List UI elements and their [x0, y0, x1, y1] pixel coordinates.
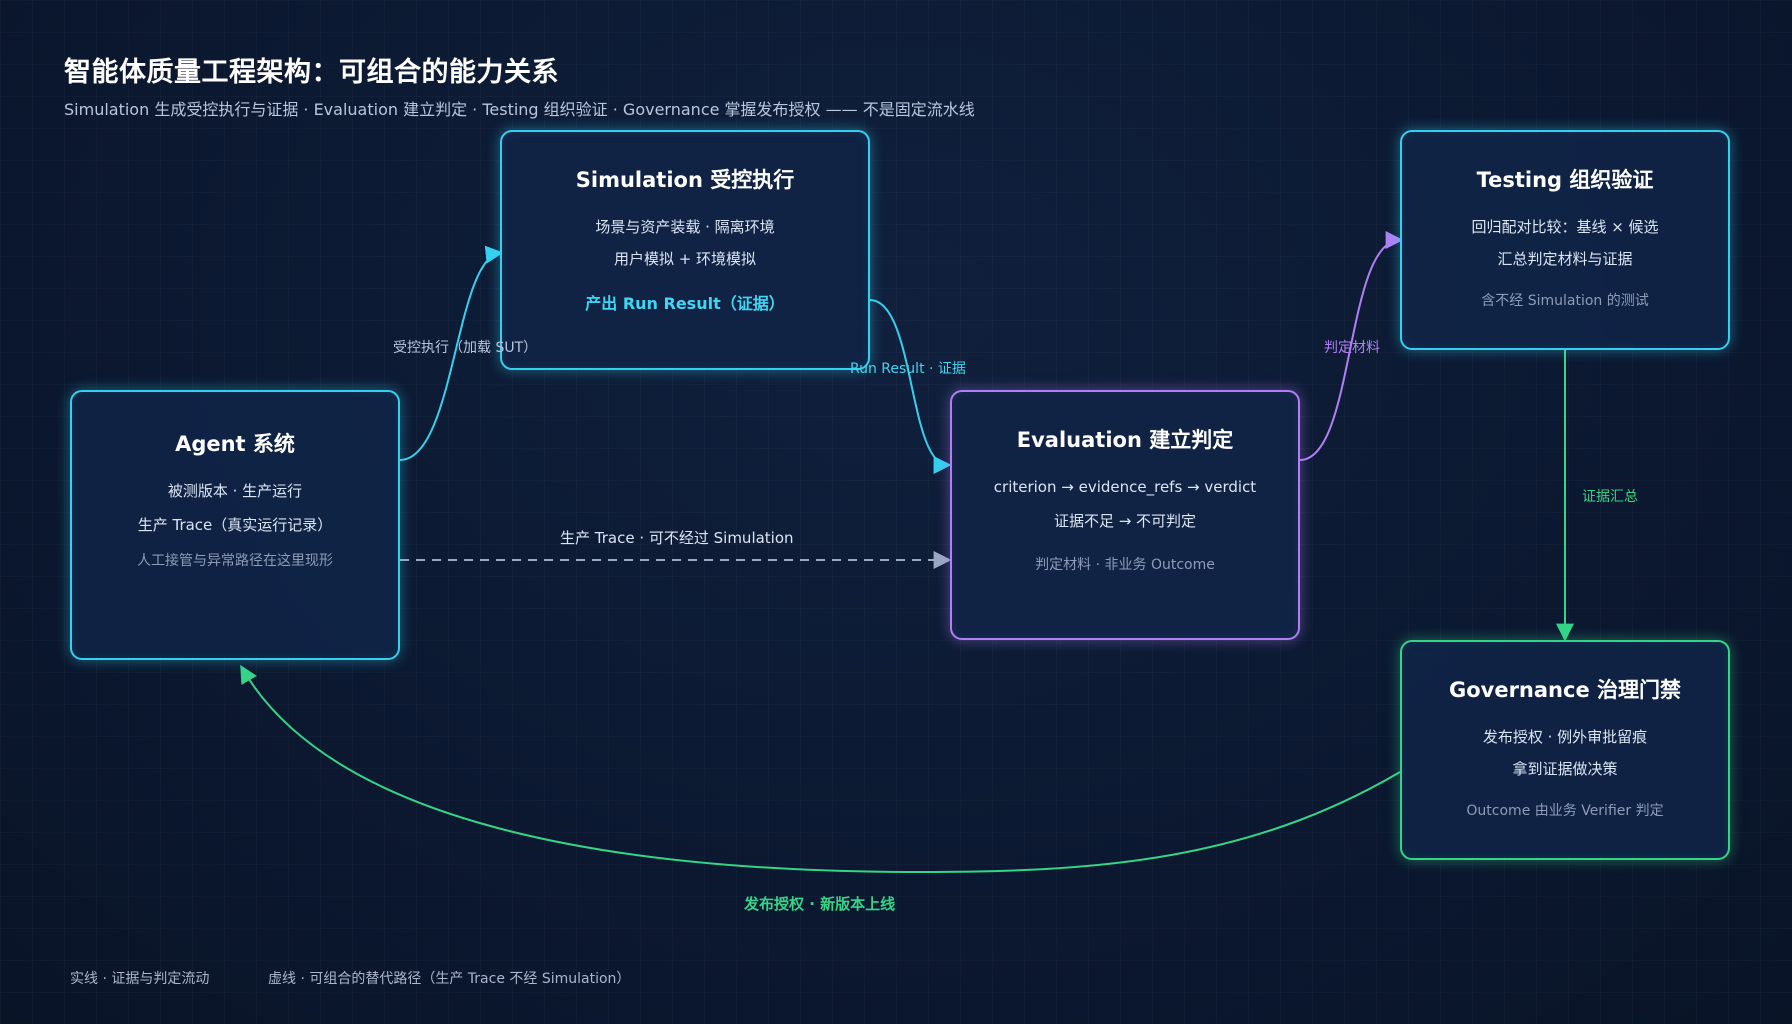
evaluation-node-title: Evaluation 建立判定 [1016, 428, 1234, 452]
edge-simulation-to-evaluation [869, 299, 952, 474]
governance-node: Governance 治理门禁 发布授权 · 例外审批留痕 拿到证据做决策 Ou… [1400, 640, 1730, 860]
simulation-node-line-2: 用户模拟 + 环境模拟 [613, 250, 757, 268]
edge-label-governance-to-agent: 发布授权 · 新版本上线 [744, 895, 896, 913]
evaluation-node-note: 判定材料 · 非业务 Outcome [1035, 557, 1215, 573]
edge-label-evaluation-to-testing: 判定材料 [1324, 340, 1380, 356]
page-subtitle: Simulation 生成受控执行与证据 · Evaluation 建立判定 ·… [64, 100, 975, 119]
testing-node-line-2: 汇总判定材料与证据 [1497, 250, 1633, 268]
simulation-node-line-1: 场景与资产装载 · 隔离环境 [595, 218, 775, 236]
edge-label-agent-to-evaluation: 生产 Trace · 可不经过 Simulation [560, 529, 794, 547]
edge-agent-to-simulation [399, 245, 504, 461]
edge-evaluation-to-testing [1299, 231, 1404, 461]
agent-node-line-1: 被测版本 · 生产运行 [167, 482, 303, 500]
testing-node-line-1: 回归配对比较：基线 × 候选 [1471, 218, 1659, 236]
agent-node-line-2: 生产 Trace（真实运行记录） [137, 516, 333, 534]
edge-label-testing-to-governance: 证据汇总 [1582, 489, 1638, 505]
governance-node-line-1: 发布授权 · 例外审批留痕 [1482, 728, 1648, 746]
edge-label-agent-to-simulation: 受控执行（加载 SUT） [393, 340, 538, 356]
page-title: 智能体质量工程架构：可组合的能力关系 [64, 57, 559, 88]
testing-node-note: 含不经 Simulation 的测试 [1481, 293, 1649, 309]
evaluation-node: Evaluation 建立判定 criterion → evidence_ref… [950, 390, 1300, 640]
evaluation-node-line-2: 证据不足 → 不可判定 [1053, 512, 1197, 530]
governance-node-line-2: 拿到证据做决策 [1512, 760, 1618, 778]
agent-node-note: 人工接管与异常路径在这里现形 [137, 553, 333, 569]
simulation-node: Simulation 受控执行 场景与资产装载 · 隔离环境 用户模拟 + 环境… [500, 130, 870, 370]
testing-node: Testing 组织验证 回归配对比较：基线 × 候选 汇总判定材料与证据 含不… [1400, 130, 1730, 350]
edge-label-simulation-to-evaluation: Run Result · 证据 [850, 361, 966, 377]
simulation-node-title: Simulation 受控执行 [575, 168, 795, 192]
evaluation-node-line-1: criterion → evidence_refs → verdict [993, 478, 1257, 496]
simulation-node-highlight: 产出 Run Result（证据） [585, 294, 785, 313]
governance-node-note: Outcome 由业务 Verifier 判定 [1466, 803, 1664, 819]
legend-dashed: 虚线 · 可组合的替代路径（生产 Trace 不经 Simulation） [268, 971, 631, 987]
testing-node-title: Testing 组织验证 [1476, 168, 1654, 192]
agent-node: Agent 系统 被测版本 · 生产运行 生产 Trace（真实运行记录） 人工… [70, 390, 400, 660]
legend-solid: 实线 · 证据与判定流动 [70, 971, 210, 987]
governance-node-title: Governance 治理门禁 [1448, 678, 1682, 702]
edge-governance-to-agent [240, 664, 1401, 874]
agent-node-title: Agent 系统 [175, 432, 295, 456]
